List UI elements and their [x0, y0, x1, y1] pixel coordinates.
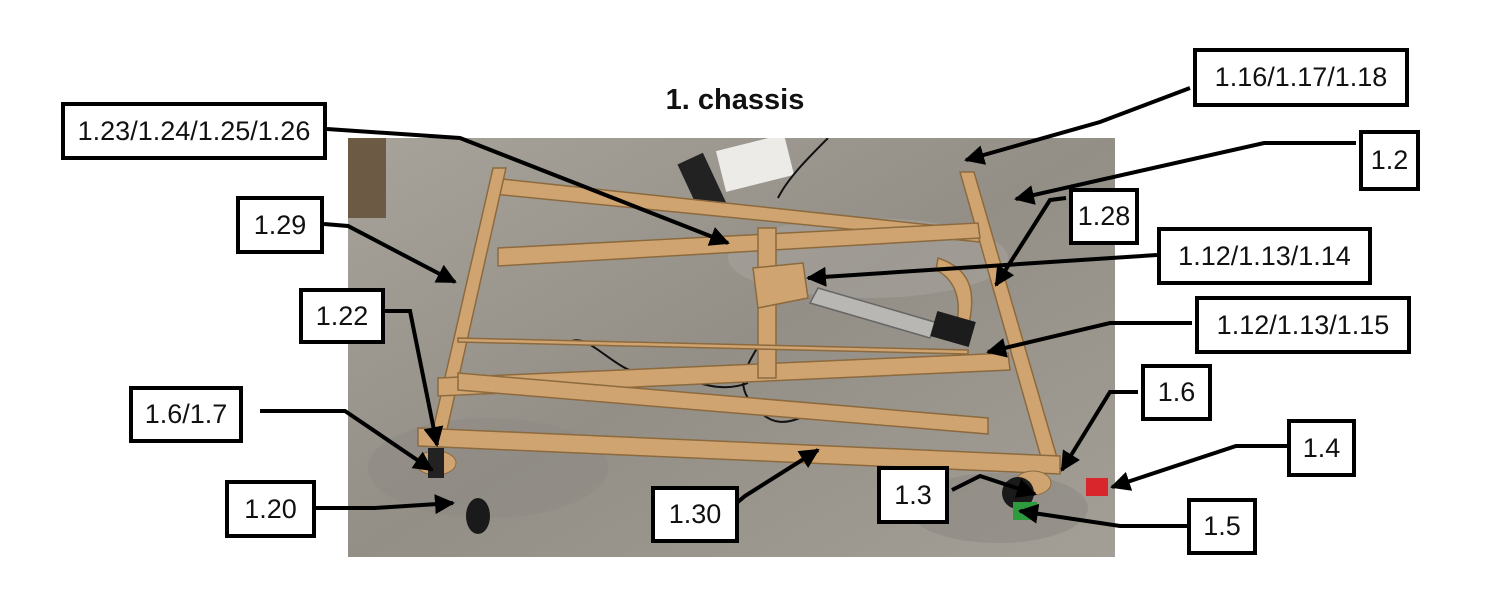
- leader-1-5: [1018, 503, 1187, 528]
- callout-1-4: 1.4: [1287, 419, 1356, 477]
- leader-1-2: [1014, 141, 1356, 205]
- callout-1-6: 1.6: [1141, 364, 1212, 421]
- callout-1-30: 1.30: [651, 486, 739, 543]
- leader-1-29: [323, 222, 457, 284]
- callout-1-6-1-7: 1.6/1.7: [129, 386, 243, 443]
- red-pedal: [1086, 478, 1108, 496]
- callout-1-23-1-24-1-25-1-26: 1.23/1.24/1.25/1.26: [61, 102, 327, 160]
- callout-1-12-1-13-1-15: 1.12/1.13/1.15: [1195, 296, 1411, 354]
- leader-1-6-7: [260, 409, 434, 472]
- leader-1-6: [1060, 390, 1138, 472]
- callout-1-20: 1.20: [225, 480, 316, 538]
- callout-1-16-1-17-1-18: 1.16/1.17/1.18: [1193, 48, 1409, 107]
- leader-1-12-14: [806, 253, 1158, 287]
- leader-1-28: [994, 196, 1067, 287]
- callout-1-28: 1.28: [1069, 188, 1139, 245]
- leader-1-3: [951, 473, 1037, 498]
- callout-1-22: 1.22: [299, 288, 385, 344]
- callout-1-29: 1.29: [236, 196, 324, 254]
- leader-1-23: [326, 127, 730, 246]
- leader-1-22: [385, 309, 444, 447]
- callout-1-12-1-13-1-14: 1.12/1.13/1.14: [1157, 227, 1372, 285]
- leader-1-16: [964, 86, 1191, 165]
- leader-1-4: [1110, 444, 1287, 491]
- callout-1-3: 1.3: [877, 466, 949, 524]
- callout-1-5: 1.5: [1187, 498, 1257, 555]
- leader-1-12-15: [986, 321, 1192, 358]
- diagram-title: 1. chassis: [665, 84, 805, 116]
- leader-1-20: [316, 494, 455, 515]
- callout-1-2: 1.2: [1359, 130, 1420, 191]
